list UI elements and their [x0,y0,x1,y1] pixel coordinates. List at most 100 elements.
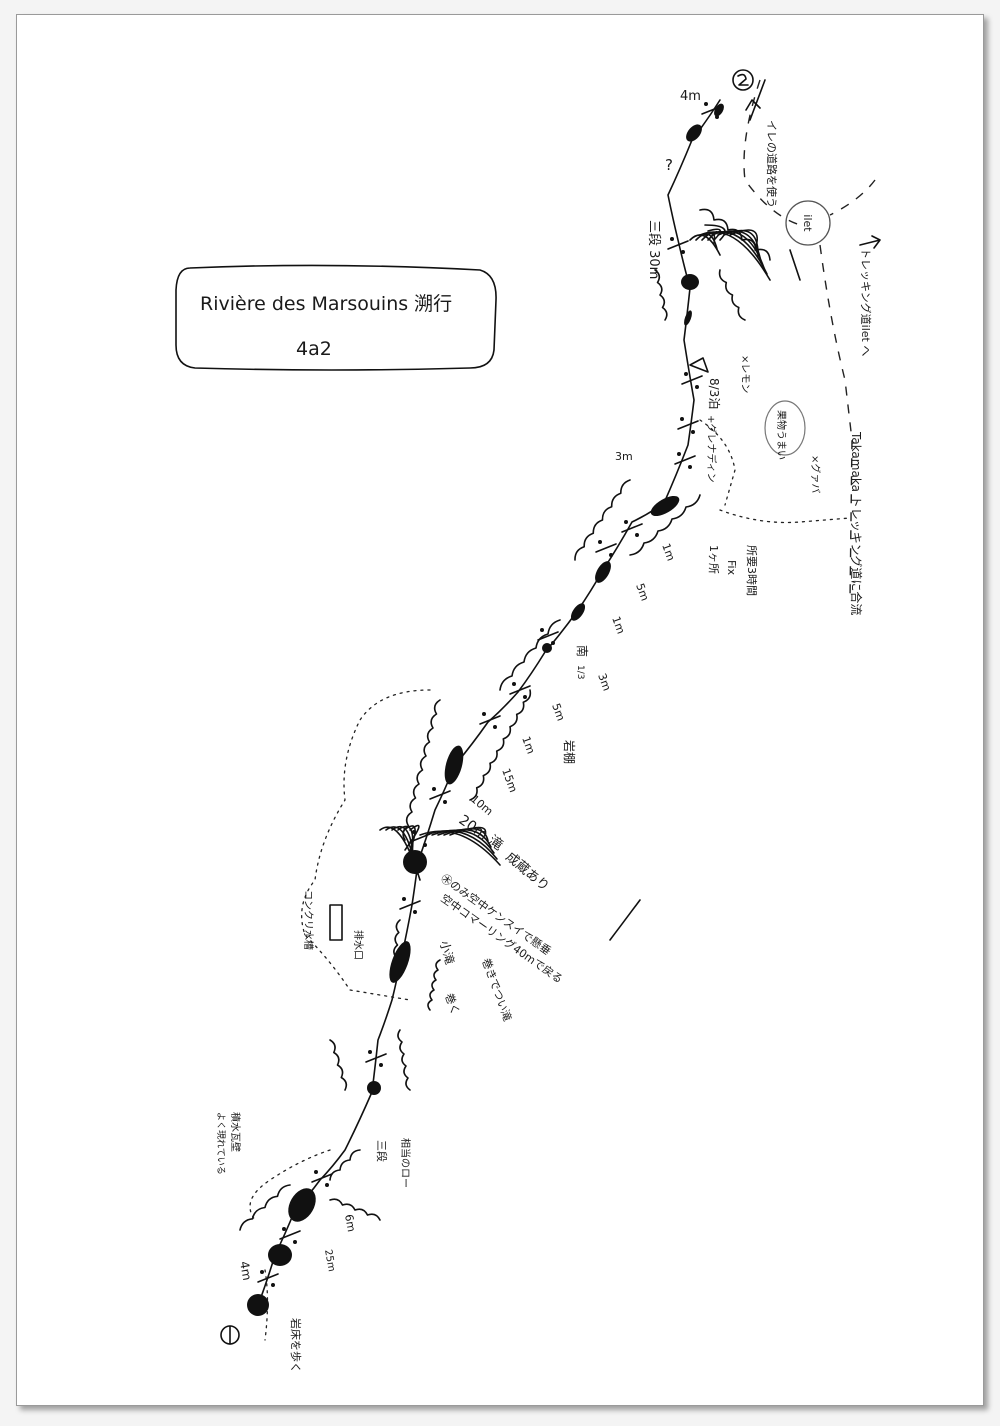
pools [247,103,724,1316]
label-fruit: 果物うまい [775,410,788,460]
anchor-dot [695,385,699,389]
tent-icon [689,357,709,373]
label-m10: 10m [468,792,495,818]
start-marker [220,1325,240,1345]
anchor-dot [314,1170,318,1174]
fruit-circle [764,400,806,456]
wall-scallop [427,959,441,1011]
label-note3: 巻きでつい滝 [479,957,514,1023]
anchor-dot [684,372,688,376]
drop-bar [537,631,559,641]
label-question: ? [665,156,673,174]
wall-scallop [718,269,746,321]
drop-bar [509,685,531,695]
label-ledge: 岩棚 [562,740,577,764]
anchor-dot [688,465,692,469]
label-road-use: イレの道路を使う [765,120,779,208]
drop-bar [409,833,431,843]
waterfall-stroke [723,229,759,257]
drop-marks [257,102,723,1287]
pool [444,745,464,785]
title-text: Rivière des Marsouins 溯行 [200,293,452,315]
river-path [259,99,721,1301]
label-drain: 排水口 [352,930,365,960]
bypass-path [699,419,736,506]
anchor-dot [677,452,681,456]
drop-bar [479,715,501,725]
wall-scallop [397,1029,411,1091]
label-lemon: ×レモン [739,355,750,393]
label-m15: 15m [499,767,520,795]
label-m5-b: 5m [549,702,567,723]
label-top-fall: 三段 30m [646,220,661,279]
anchor-dot [432,787,436,791]
label-time: 所要3時間 [745,545,758,596]
anchor-dot [715,115,719,119]
waterfall-stroke [699,231,771,281]
label-m5-a: 5m [633,582,651,603]
label-strata: 積水瓦壁 [229,1112,242,1152]
anchor-dot [443,800,447,804]
label-south: 南 [575,645,590,657]
trail-dashed [829,179,876,216]
waterfall-stroke [449,826,487,836]
title-box: Rivière des Marsouins 溯行 4a2 [175,264,497,371]
ilet-label: ilet [801,214,814,232]
anchor-dot [368,1050,372,1054]
wall-scallop [609,899,641,941]
anchor-dot [493,725,497,729]
anchor-dot [260,1270,264,1274]
label-m1-b: 1m [609,615,627,636]
waterfall-stroke [443,828,489,842]
drop-bar [429,790,451,800]
waterfall-stroke [707,228,721,241]
pool [570,603,586,621]
waterfall-stroke [431,829,495,854]
wall-scallop [574,479,631,561]
escape-path [301,689,431,1001]
waterfall-stroke [437,828,492,848]
label-strata2: よく現れている [215,1112,226,1175]
pool [650,495,680,517]
label-fix: 1ヶ所 [707,545,720,574]
anchor-dot [282,1227,286,1231]
label-walk: 岩床を歩く [289,1318,303,1373]
walk-path [264,1269,269,1341]
drop-bar [311,1173,333,1183]
wall-scallop [499,619,561,691]
anchor-dot [540,628,544,632]
pool [268,1244,292,1266]
drop-bar [681,375,703,385]
wall-scallop [654,269,668,321]
canyon-walls [239,208,771,1231]
label-fix2: Fix [725,560,738,576]
wall-scallop [329,1198,381,1221]
waterfall-stroke [403,825,416,857]
arrow-line [789,249,801,281]
anchor-dot [482,712,486,716]
label-m6: 6m [342,1213,358,1233]
drop-bar [257,1273,279,1283]
anchor-dot [423,843,427,847]
junction-path [719,509,851,524]
drop-bar [677,420,699,430]
label-m3-b: 3m [595,672,613,693]
label-m1-c: 1m [519,735,537,756]
pool [288,1188,316,1222]
label-m25: 25m [322,1249,337,1273]
anchor-dot [609,553,613,557]
grade-text: 4a2 [296,338,332,360]
anchor-dot [704,102,708,106]
anchor-dot [412,830,416,834]
pool [684,310,692,326]
drop-bar [674,455,696,465]
label-top-4m: 4m [680,89,701,104]
waterfall-stroke [707,230,718,241]
ilet-road-dashed [743,79,801,226]
label-bivouac: 8/3泊 [707,378,721,409]
anchor-dot [379,1063,383,1067]
drop-bar [595,543,617,553]
drop-bar [399,900,421,910]
anchor-dot [681,250,685,254]
